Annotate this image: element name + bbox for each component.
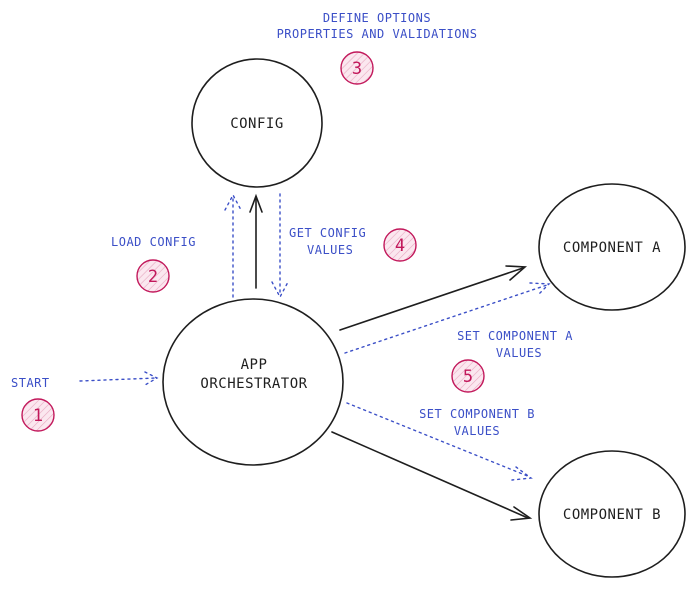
start-arrow [79,377,157,382]
app-to-config-arrowhead [249,193,263,213]
get-config-label-line-1: GET CONFIG [289,226,366,240]
set-component-a-label-line-1: SET COMPONENT A [457,329,573,343]
app-label-line-1: APP [241,357,268,373]
config-node [191,58,323,188]
step-badge-5: 5 [451,359,485,393]
start-label: START [11,376,50,390]
set-component-b-label-line-1: SET COMPONENT B [419,407,535,421]
app-to-component-a-arrowhead [505,265,528,281]
step-badge-3: 3 [340,51,374,85]
set-component-b-arrow [346,402,531,478]
define-options-label-line-2: PROPERTIES AND VALIDATIONS [277,27,478,41]
step-badge-4: 4 [383,228,417,262]
step-number-3: 3 [352,59,362,79]
step-number-4: 4 [395,236,405,256]
get-config-values-arrowhead [271,281,289,299]
component-a-label: COMPONENT A [563,240,661,256]
define-options-label-line-1: DEFINE OPTIONS [323,11,431,25]
app-orchestrator-node [162,298,344,466]
app-label-line-2: ORCHESTRATOR [200,376,307,392]
app-to-component-b-arrow [331,431,529,519]
app-to-component-b-arrowhead [510,506,533,521]
step-number-1: 1 [33,406,43,426]
set-component-a-arrow [344,284,548,354]
step-number-5: 5 [463,367,473,387]
step-badge-1: 1 [21,398,55,432]
set-component-a-arrowhead [529,282,551,297]
component-a-node [538,183,686,311]
load-config-arrowhead [224,193,242,211]
app-to-component-a-arrow [339,267,524,331]
set-component-b-label-line-2: VALUES [454,424,500,438]
step-badge-2: 2 [136,259,170,293]
config-label: CONFIG [230,116,284,132]
component-b-label: COMPONENT B [563,507,661,523]
component-b-node [538,450,686,578]
load-config-label: LOAD CONFIG [111,235,196,249]
get-config-label-line-2: VALUES [307,243,353,257]
set-component-b-arrowhead [511,466,533,481]
set-component-a-label-line-2: VALUES [496,346,542,360]
step-number-2: 2 [148,267,158,287]
start-arrowhead [144,371,159,386]
